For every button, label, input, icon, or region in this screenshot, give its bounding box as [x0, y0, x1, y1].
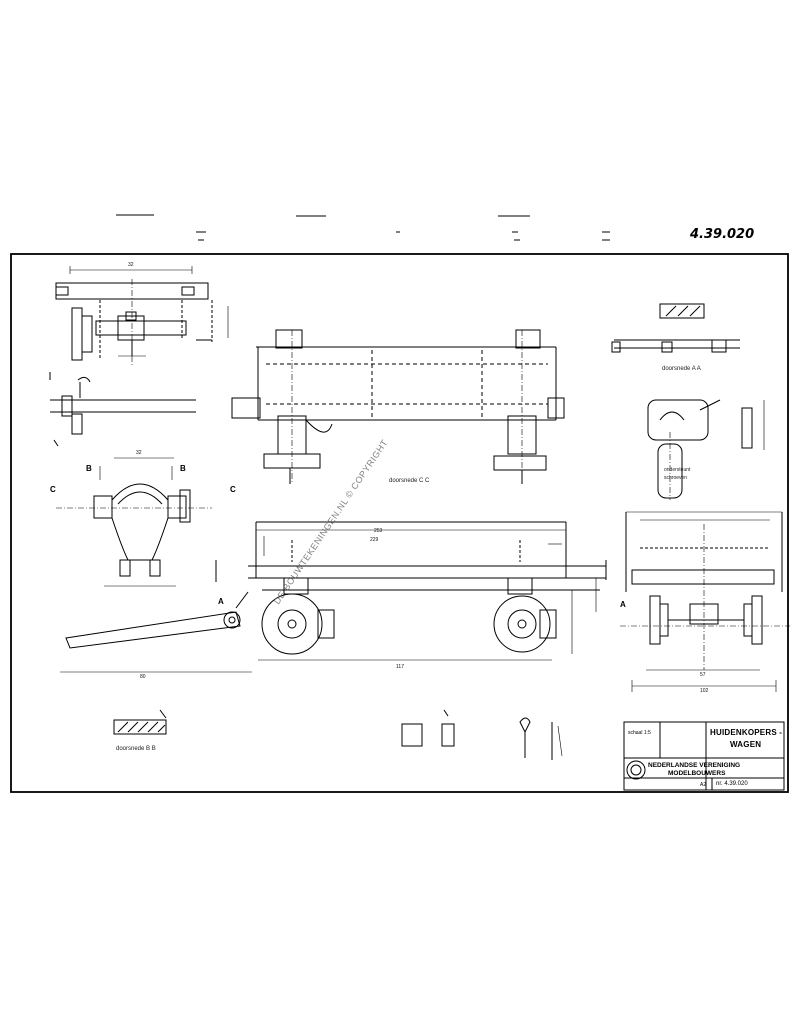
section-mark-c-right: C	[230, 485, 236, 494]
title-scale: schaal 1:5	[628, 730, 651, 736]
top-edge-marks	[116, 214, 610, 241]
dim-drawbar-length: 80	[140, 674, 146, 680]
drawing-border	[10, 253, 789, 793]
dim-overall-length-lower: 117	[396, 664, 404, 670]
section-note: ondersteunt	[664, 467, 691, 473]
section-mark-a: A	[218, 597, 224, 606]
shackle-section	[56, 457, 217, 587]
title-block-number: nr. 4.39.020	[716, 781, 748, 787]
dim-top-width: 32	[128, 262, 134, 268]
bolt-detail	[647, 399, 765, 500]
view-label-doorsnede-cc: doorsnede C C	[389, 478, 430, 484]
dim-side-width-a: 57	[700, 672, 706, 678]
section-mark-b-left: B	[86, 464, 92, 473]
view-label-doorsnede-aa: doorsnede A A	[662, 366, 701, 372]
section-cc	[611, 303, 740, 353]
title-line-2: WAGEN	[730, 740, 762, 749]
end-view-axle	[55, 266, 229, 366]
dim-front-width: 32	[136, 450, 142, 456]
dim-overall-length-upper: 253	[374, 528, 383, 534]
title-block-frame	[623, 721, 785, 791]
section-mark-c-left: C	[50, 485, 56, 494]
title-line-1: HUIDENKOPERS -	[710, 728, 783, 737]
drawing-number: 4.39.020	[690, 227, 755, 242]
pin-side-detail	[49, 372, 196, 447]
section-mark-a-right: A	[620, 600, 626, 609]
org-line-2: MODELBOUWERS	[668, 770, 726, 777]
dim-side-width-b: 102	[700, 688, 709, 694]
section-bb-hatch	[113, 709, 167, 735]
bottom-small-details	[401, 709, 563, 760]
section-mark-b-right: B	[180, 464, 186, 473]
section-note-2: schroeven	[664, 475, 688, 481]
upper-wagon-elevation	[231, 329, 565, 484]
sheet-ref: A2	[700, 782, 707, 788]
view-label-doorsnede-bb: doorsnede B B	[116, 746, 156, 752]
lower-end-view	[620, 511, 790, 692]
lower-wagon-side	[60, 521, 607, 673]
org-line-1: NEDERLANDSE VERENIGING	[648, 762, 741, 769]
dim-inner-length: 229	[370, 537, 379, 543]
